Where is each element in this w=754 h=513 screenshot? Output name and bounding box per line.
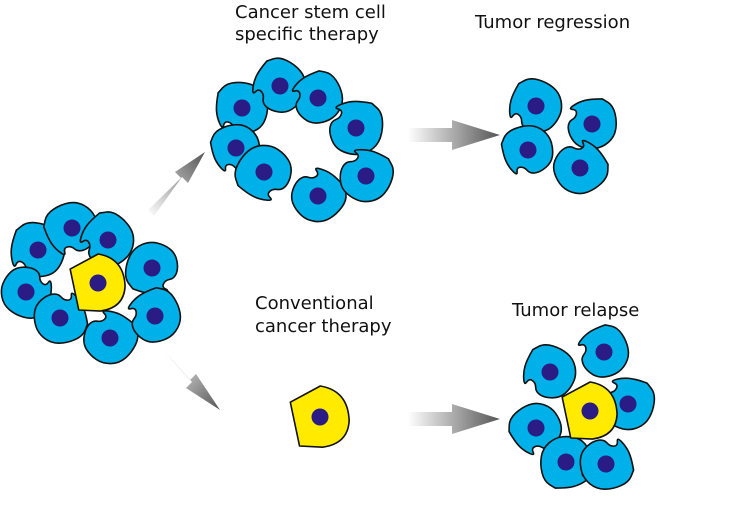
tumor-relapse-cluster [508,324,656,491]
label-conventional-line2: cancer therapy [255,316,392,337]
cancer-cell [579,438,635,491]
nucleus [527,97,545,115]
nucleus [619,395,637,413]
cancer-cell [500,124,554,175]
nucleus [63,219,81,237]
cancer-cell [127,286,182,343]
nucleus [527,419,545,437]
arrow-to-tumor-regression [408,120,500,150]
nucleus [357,167,375,185]
arrow-to-csc-therapy [148,152,205,216]
arrow-to-tumor-relapse [408,404,500,434]
cancer-cell [234,144,292,202]
cancer-cell [522,343,577,399]
arrow-to-conventional-therapy [163,350,220,410]
nucleus [557,453,575,471]
nucleus [29,241,47,259]
nucleus [309,187,327,205]
cancer-cell [339,148,395,203]
cancer-cell [552,139,609,195]
nucleus [89,274,107,292]
csc-therapy-ring-cluster [209,57,395,223]
cancer-cell [291,70,344,124]
nucleus [17,283,35,301]
initial-tumor-cluster [0,201,182,365]
nucleus [227,139,245,157]
nucleus [143,259,161,277]
nucleus [271,77,289,95]
nucleus [51,309,69,327]
stem-cell [561,381,618,440]
nucleus [581,402,599,420]
label-conventional-line1: Conventional [255,293,374,314]
surviving-stem-cell [289,385,350,448]
nucleus [146,307,164,325]
nucleus [311,408,329,426]
cancer-cell [33,292,89,345]
cancer-cell [290,167,347,223]
nucleus [519,141,537,159]
cancer-cell [79,211,135,268]
label-tumor-regression: Tumor regression [474,12,630,33]
nucleus [309,89,327,107]
cancer-cell [508,402,563,456]
label-csc-therapy-line2: specific therapy [235,24,379,45]
label-csc-therapy-line1: Cancer stem cell [235,2,386,23]
nucleus [595,343,613,361]
cancer-cell [567,98,617,150]
nucleus [255,163,273,181]
cancer-cell [577,324,630,378]
stem-cell [289,385,350,448]
cancer-cell [329,100,384,156]
cancer-cell [252,57,307,113]
nucleus [101,329,119,347]
nucleus [571,159,589,177]
label-tumor-relapse: Tumor relapse [511,300,639,321]
stem-cell [69,253,126,312]
nucleus [99,231,117,249]
nucleus [583,115,601,133]
nucleus [597,455,615,473]
nucleus [347,119,365,137]
nucleus [233,99,251,117]
nucleus [541,363,559,381]
tumor-regression-cluster [500,77,617,195]
